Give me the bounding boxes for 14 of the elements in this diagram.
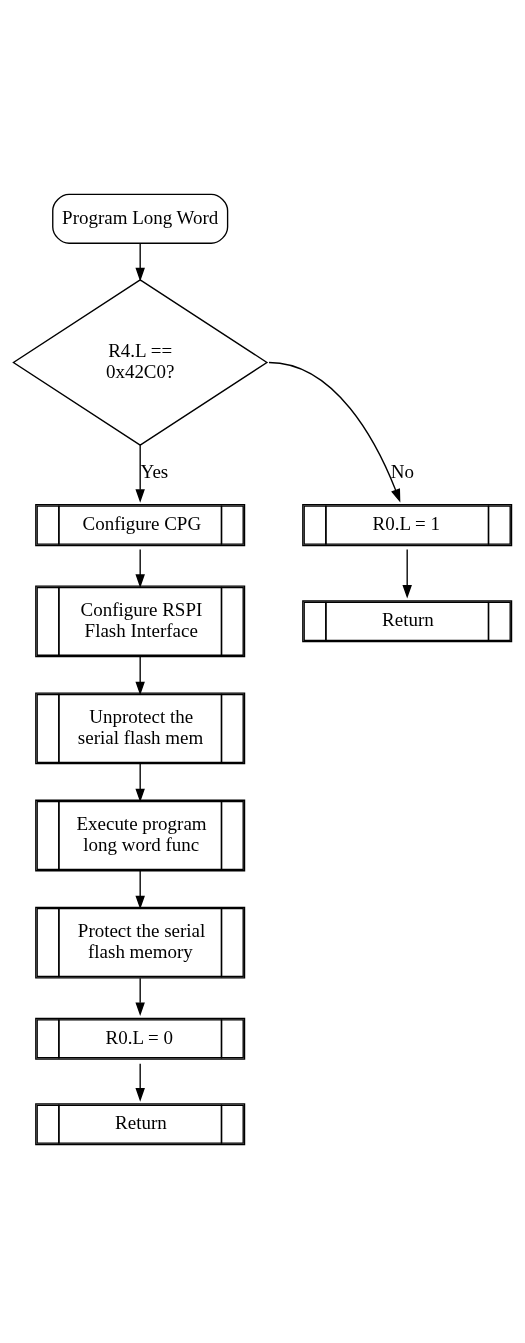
edge-label: Yes [140,460,169,482]
edge-label: No [390,460,415,482]
arrow [135,548,145,588]
arrow [135,870,145,910]
arrow [135,1062,145,1102]
arrow [402,548,412,599]
arrow [135,977,145,1016]
node-box: Program Long Word [52,193,229,244]
arrow [268,361,401,503]
arrow [135,656,145,696]
arrow [135,444,145,503]
arrow [135,763,145,803]
arrow [135,242,145,282]
node-diamond: R4.L == 0x42C0? [12,279,269,446]
